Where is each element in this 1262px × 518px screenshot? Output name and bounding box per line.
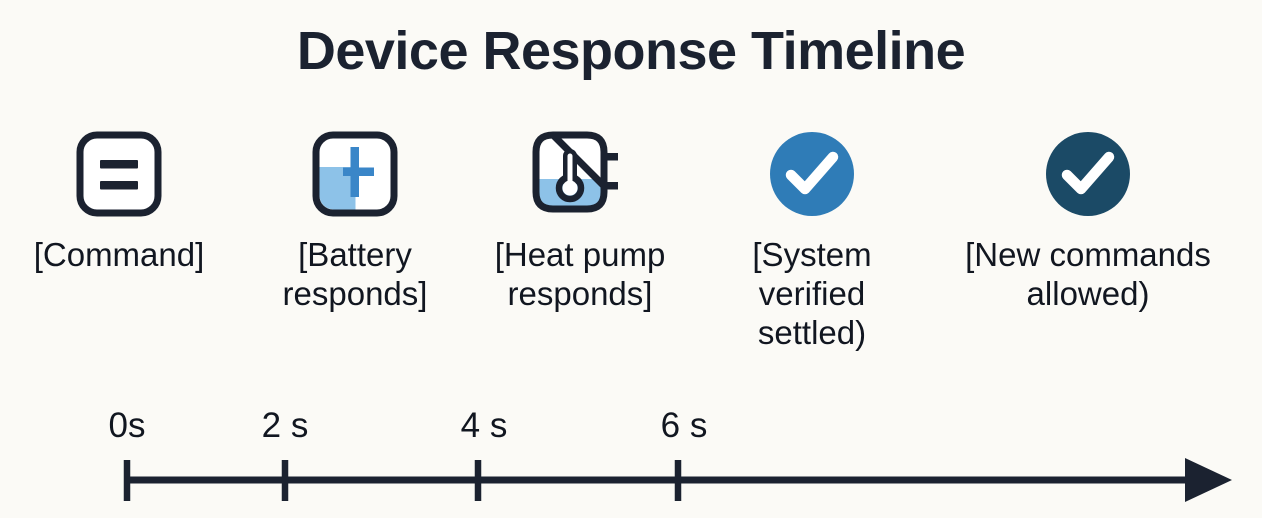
milestone-label: [New commands allowed): [965, 236, 1211, 312]
milestone-label: [Heat pump responds]: [494, 236, 666, 312]
milestone-label: [Command]: [33, 236, 205, 273]
command-square-icon: [0, 128, 238, 220]
time-axis: 0s 2 s 4 s 6 s: [0, 398, 1262, 518]
milestone-new-commands: [New commands allowed): [928, 128, 1248, 314]
milestone-row: [Command] [Battery responds]: [0, 128, 1262, 398]
milestone-command: [Command]: [0, 128, 238, 275]
battery-charge-icon: [250, 128, 460, 220]
axis-tick-label: 6 s: [660, 406, 708, 445]
milestone-label: [System verified settled): [752, 236, 872, 351]
milestone-label: [Battery responds]: [282, 236, 428, 312]
check-circle-dark-icon: [928, 128, 1248, 220]
axis-tick-label: 0s: [108, 406, 146, 445]
milestone-system-verified: [System verified settled): [712, 128, 912, 353]
right-arrowhead-icon: [1185, 458, 1232, 502]
milestone-battery: [Battery responds]: [250, 128, 460, 314]
axis-tick-label: 2 s: [261, 406, 309, 445]
check-circle-blue-icon: [712, 128, 912, 220]
axis-tick-label: 4 s: [460, 406, 508, 445]
page-title: Device Response Timeline: [296, 21, 966, 81]
milestone-heat-pump: [Heat pump responds]: [470, 128, 690, 314]
heat-pump-thermometer-icon: [470, 128, 690, 220]
